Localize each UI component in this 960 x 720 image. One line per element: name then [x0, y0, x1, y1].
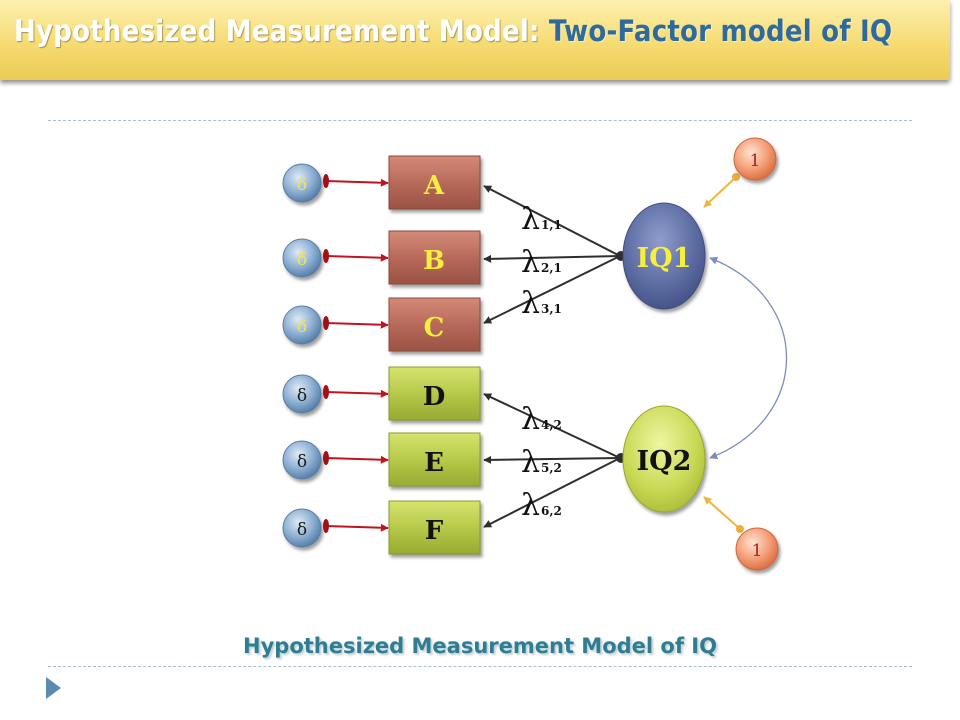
slide-title-part1: Hypothesized Measurement Model:: [14, 14, 540, 48]
loading-label-5: λ5,2: [521, 445, 562, 480]
loading-arrows: [483, 185, 626, 528]
svg-text:D: D: [423, 382, 446, 412]
svg-text:E: E: [424, 448, 444, 478]
divider-bottom: [48, 666, 912, 667]
diagram-caption: Hypothesized Measurement Model of IQ: [243, 634, 717, 658]
svg-text:IQ1: IQ1: [637, 243, 692, 274]
loading-label-1: λ1,1: [521, 202, 562, 237]
loading-arrow-3: [483, 255, 621, 324]
loading-arrow-6: [483, 457, 621, 528]
loading-arrow-1: [483, 185, 621, 257]
svg-text:1: 1: [750, 151, 761, 171]
variance-arrow-1: [703, 173, 740, 208]
indicator-box-d: D: [388, 366, 481, 421]
svg-text:δ: δ: [297, 317, 307, 337]
svg-text:IQ2: IQ2: [637, 446, 692, 477]
error-term-f: δ: [282, 508, 322, 548]
error-term-e: δ: [282, 440, 322, 480]
slide-title-part2: Two-Factor model of IQ: [548, 14, 893, 48]
loading-label-3: λ3,1: [521, 286, 562, 321]
svg-text:δ: δ: [297, 250, 307, 270]
svg-text:δ: δ: [297, 520, 307, 540]
triangle-bullet-icon: [46, 677, 61, 699]
indicator-box-e: E: [388, 432, 481, 487]
indicator-box-f: F: [388, 500, 481, 555]
title-bar: Hypothesized Measurement Model: Two-Fact…: [0, 0, 950, 80]
svg-text:F: F: [425, 516, 444, 546]
error-arrows: [323, 174, 389, 533]
loading-labels: λ1,1 λ2,1 λ3,1 λ4,2 λ5,2 λ6,2: [521, 202, 562, 523]
svg-text:δ: δ: [297, 452, 307, 472]
loading-label-2: λ2,1: [521, 245, 562, 280]
covariance-arrow: [709, 256, 787, 460]
loading-label-6: λ6,2: [521, 488, 562, 523]
loading-arrow-5: [483, 455, 621, 464]
divider-top: [48, 120, 912, 121]
slide-title: Hypothesized Measurement Model: Two-Fact…: [14, 14, 892, 48]
indicator-box-b: B: [388, 230, 481, 285]
variance-arrow-2: [703, 496, 744, 533]
loading-label-4: λ4,2: [521, 402, 562, 437]
svg-text:δ: δ: [297, 386, 307, 406]
factor-iq2: IQ2: [622, 405, 706, 513]
error-term-a: δ: [282, 163, 322, 203]
error-term-c: δ: [282, 305, 322, 345]
error-arrow-c: [323, 316, 389, 330]
error-term-b: δ: [282, 238, 322, 278]
indicator-box-a: A: [388, 155, 481, 210]
loading-arrow-2: [483, 254, 621, 263]
variance-circle-1: 1: [733, 137, 777, 181]
error-arrow-e: [323, 451, 389, 465]
error-arrow-d: [323, 385, 389, 399]
error-term-d: δ: [282, 374, 322, 414]
error-arrow-b: [323, 249, 389, 263]
svg-text:B: B: [423, 246, 445, 276]
error-arrow-a: [323, 174, 389, 188]
loading-arrow-4: [483, 393, 621, 459]
svg-text:1: 1: [752, 541, 763, 561]
variance-circle-2: 1: [735, 527, 779, 571]
svg-text:δ: δ: [297, 175, 307, 195]
factor-iq1: IQ1: [622, 202, 706, 310]
svg-text:A: A: [423, 171, 445, 201]
svg-text:C: C: [424, 313, 445, 343]
indicator-box-c: C: [388, 297, 481, 352]
error-arrow-f: [323, 519, 389, 533]
